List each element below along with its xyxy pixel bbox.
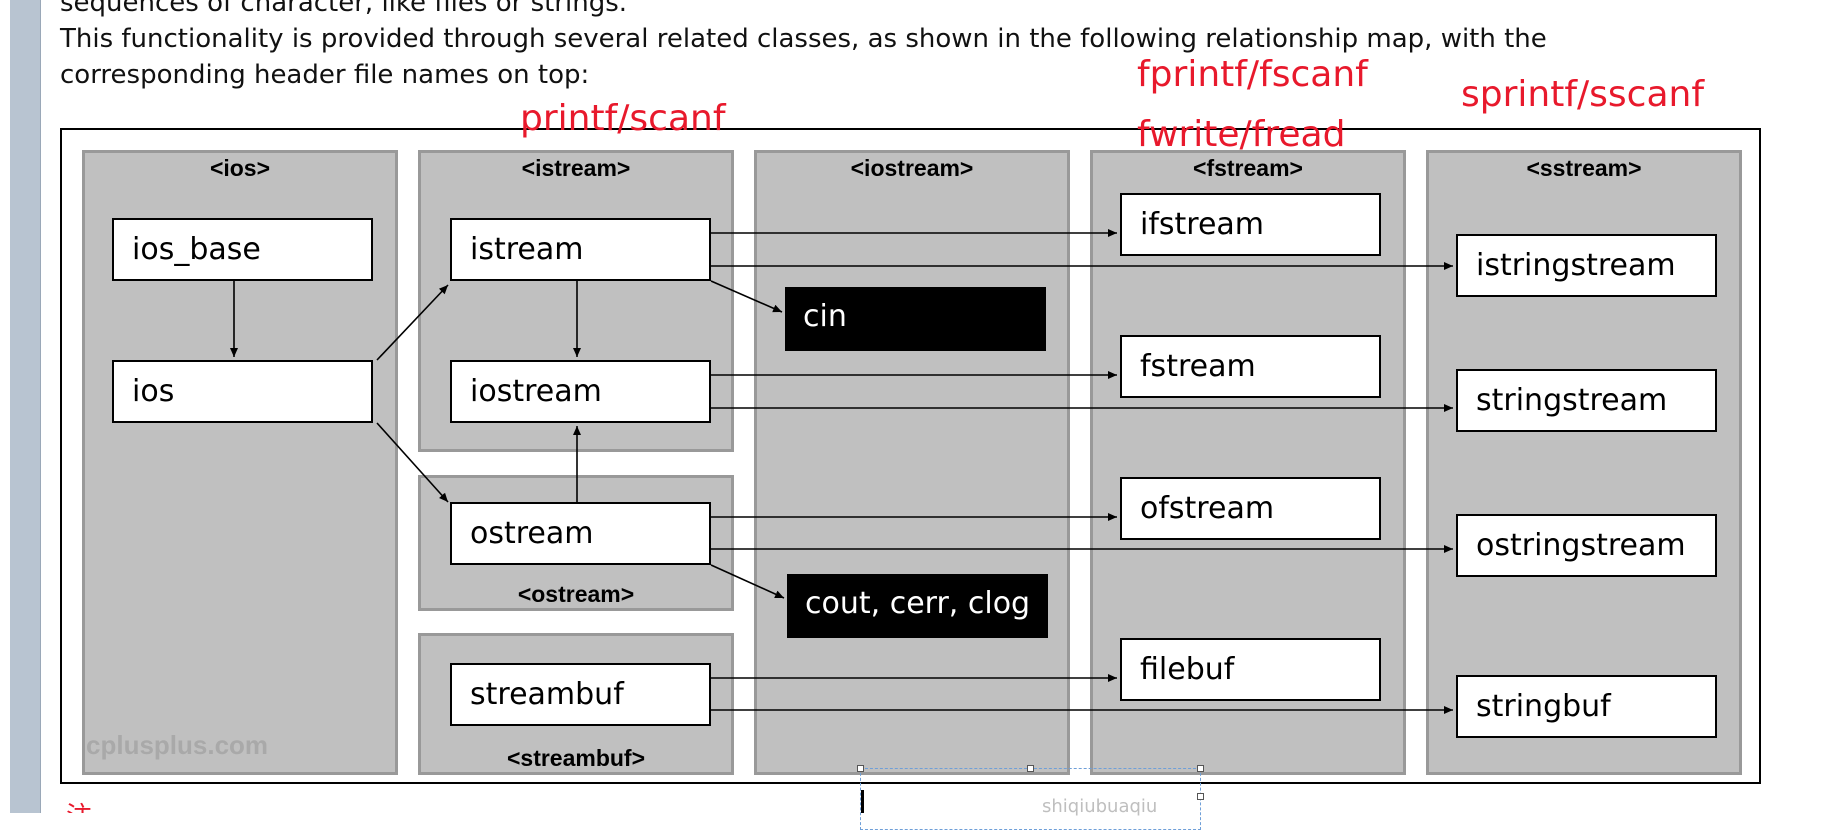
arrow-ios-to-ostream <box>376 422 449 503</box>
class-istringstream: istringstream <box>1456 234 1717 297</box>
panel-label-ios: <ios> <box>209 155 271 181</box>
panel-label-streambuf: <streambuf> <box>506 745 646 771</box>
class-stringbuf: stringbuf <box>1456 675 1717 738</box>
cplusplus-watermark: cplusplus.com <box>86 730 269 760</box>
class-ios-base: ios_base <box>112 218 373 281</box>
class-filebuf: filebuf <box>1120 638 1381 701</box>
arrow-ostream-to-cout <box>710 564 785 599</box>
class-ifstream: ifstream <box>1120 193 1381 256</box>
resize-handle-top-right[interactable] <box>1197 765 1204 772</box>
panel-label-sstream: <sstream> <box>1526 155 1642 181</box>
class-stringstream: stringstream <box>1456 369 1717 432</box>
annotation-fprintf-fscanf: fprintf/fscanf <box>1137 54 1368 95</box>
paragraph-line: sequences of character, like files or st… <box>60 0 628 18</box>
resize-handle-top-left[interactable] <box>857 765 864 772</box>
text-box-content[interactable]: shiqiubuaqiu <box>1042 796 1158 817</box>
resize-handle-right[interactable] <box>1197 793 1204 800</box>
object-cin: cin <box>785 287 1046 351</box>
annotation-printf-scanf: printf/scanf <box>520 98 726 139</box>
class-iostream: iostream <box>450 360 711 423</box>
panel-label-istream: <istream> <box>521 155 631 181</box>
left-margin-bar <box>10 0 41 813</box>
annotation-fwrite-fread: fwrite/fread <box>1137 114 1346 155</box>
text-cursor-icon <box>861 790 864 813</box>
class-istream: istream <box>450 218 711 281</box>
paragraph-line: corresponding header file names on top: <box>60 60 590 90</box>
panel-label-iostream: <iostream> <box>850 155 974 181</box>
object-cout-cerr-clog: cout, cerr, clog <box>787 574 1048 638</box>
panel-label-ostream: <ostream> <box>517 581 635 607</box>
arrow-ios-to-istream <box>376 284 449 361</box>
annotation-bottom-cropped: 注意 <box>66 796 112 813</box>
inheritance-arrows <box>230 229 1453 714</box>
class-streambuf: streambuf <box>450 663 711 726</box>
class-fstream: fstream <box>1120 335 1381 398</box>
annotation-sprintf-sscanf: sprintf/sscanf <box>1461 74 1704 115</box>
panel-label-fstream: <fstream> <box>1193 155 1303 181</box>
class-ostream: ostream <box>450 502 711 565</box>
stream-class-diagram: <ios> <istream> <ostream> <streambuf> <i… <box>60 128 1761 784</box>
class-ofstream: ofstream <box>1120 477 1381 540</box>
class-ios: ios <box>112 360 373 423</box>
arrow-istream-to-cin <box>710 280 783 313</box>
paragraph-line: This functionality is provided through s… <box>60 24 1547 54</box>
class-ostringstream: ostringstream <box>1456 514 1717 577</box>
resize-handle-top[interactable] <box>1027 765 1034 772</box>
panel-iostream: <iostream> <box>754 150 1070 775</box>
